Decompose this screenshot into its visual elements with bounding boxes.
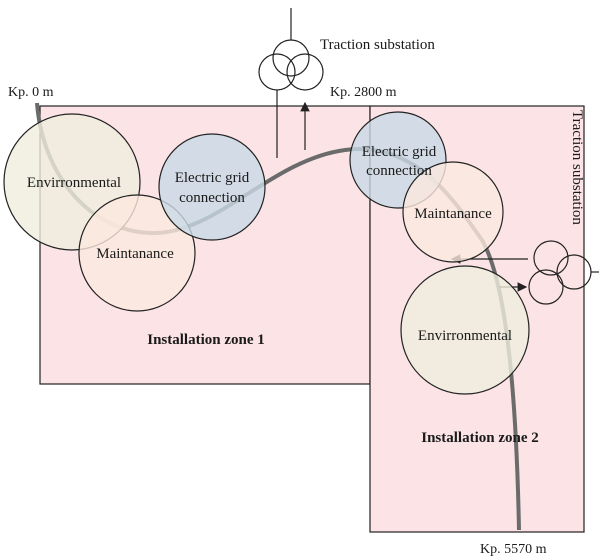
kp-start-label: Kp. 0 m (8, 85, 54, 100)
right-substation-label: Traction substation (569, 110, 585, 225)
transformer-winding (258, 53, 296, 91)
transformer-winding (528, 269, 564, 305)
kp-middle-label: Kp. 2800 m (330, 85, 397, 100)
kp-end-label: Kp. 5570 m (480, 542, 547, 557)
zone-1-grid-label-line2: connection (179, 190, 245, 206)
zone-1-maintenance-circle (78, 194, 196, 312)
zone-2-grid-label-line2: connection (366, 163, 432, 179)
top-substation (258, 8, 324, 158)
zone-2-environmental-circle (400, 265, 530, 395)
transformer-winding (286, 53, 324, 91)
zone-1-grid-label-line1: Electric grid (175, 170, 250, 186)
zone-1-environmental-label: Envirronmental (27, 175, 121, 191)
zone-2-title: Installation zone 2 (421, 430, 539, 446)
zone-1-grid-connection-circle (158, 133, 266, 241)
transformer-winding (533, 240, 569, 276)
zone-1-maintenance-label: Maintanance (96, 246, 174, 262)
zone-2-grid-label-line1: Electric grid (362, 144, 437, 160)
top-substation-label: Traction substation (320, 37, 435, 53)
transformer-winding (272, 39, 310, 77)
zone-2-environmental-label: Envirronmental (418, 328, 512, 344)
zone-2-maintenance-circle (402, 161, 504, 263)
zone-1-title: Installation zone 1 (147, 332, 265, 348)
zone-2-maintenance-label: Maintanance (414, 206, 492, 222)
